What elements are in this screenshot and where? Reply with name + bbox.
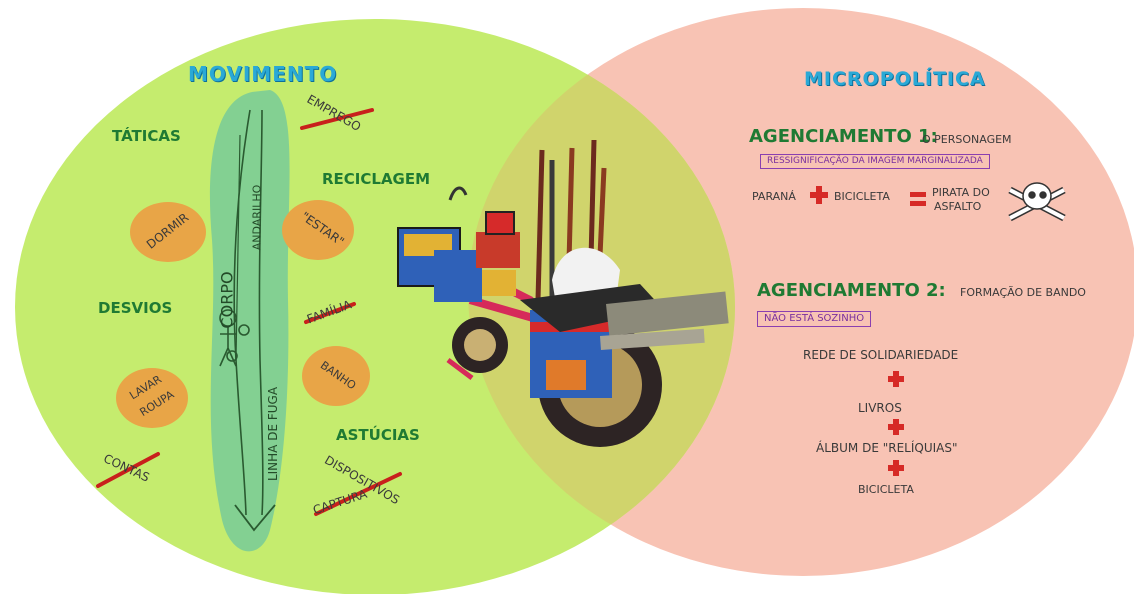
strike-lines — [96, 108, 402, 516]
reciclagem-label: RECICLAGEM — [322, 170, 431, 188]
plus-signs — [810, 186, 904, 476]
livros-label: LIVROS — [858, 401, 902, 415]
oval-banho — [302, 346, 370, 406]
andarilho-label: ANDARILHO — [250, 184, 264, 251]
oval-estar — [282, 200, 354, 260]
agenciamento-1-bracket: RESSIGNIFICAÇÃO DA IMAGEM MARGINALIZADA — [760, 154, 990, 169]
movimento-title: MOVIMENTO — [188, 62, 338, 86]
body-figure-icon — [219, 309, 250, 367]
pirata-label: PIRATA DO — [932, 186, 990, 199]
taticas-label: TÁTICAS — [112, 127, 181, 145]
cart-bicycle-image — [397, 139, 729, 447]
agenciamento-2-title: AGENCIAMENTO 2: — [757, 280, 946, 301]
corpo-label: CORPO — [217, 271, 237, 329]
bicicleta-label: BICICLETA — [834, 190, 890, 203]
astucias-label: ASTÚCIAS — [336, 426, 420, 444]
rede-label: REDE DE SOLIDARIEDADE — [803, 348, 959, 362]
agenciamento-1-title: AGENCIAMENTO 1: — [749, 126, 938, 147]
oval-lavar-roupa — [116, 368, 188, 428]
agenciamento-2-bracket: NÃO ESTÁ SOZINHO — [757, 311, 872, 327]
equals-sign — [910, 192, 926, 206]
skull-crossbones-icon — [1008, 182, 1066, 222]
path-band — [209, 90, 290, 552]
desvios-label: DESVIOS — [98, 299, 173, 317]
bicicleta-2-label: BICICLETA — [858, 483, 914, 496]
agenciamento-1-subtitle: O PERSONAGEM — [922, 133, 1012, 146]
linha-de-fuga-label: LINHA DE FUGA — [266, 386, 281, 482]
micropolitica-title: MICROPOLÍTICA — [804, 68, 986, 90]
parana-label: PARANÁ — [752, 190, 796, 203]
oval-dormir — [130, 202, 206, 262]
album-label: ÁLBUM DE "RELÍQUIAS" — [816, 441, 958, 455]
agenciamento-2-subtitle: FORMAÇÃO DE BANDO — [960, 286, 1086, 299]
asfalto-label: ASFALTO — [934, 200, 982, 213]
